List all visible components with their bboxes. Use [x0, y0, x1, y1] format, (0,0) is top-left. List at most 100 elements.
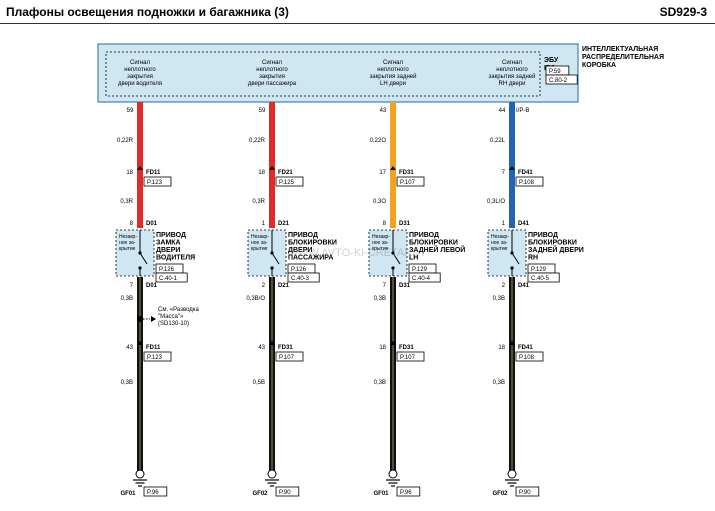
- ips-module: [97, 43, 579, 103]
- device-connector-top: D41: [518, 221, 530, 227]
- device-pin-bottom: 7: [383, 283, 387, 289]
- signal-label-line: Сигнал: [262, 60, 283, 66]
- device-connector-bottom: D01: [146, 283, 158, 289]
- connector-name: FD11: [146, 170, 161, 176]
- wire-upper: [137, 102, 143, 228]
- signal-label-line: неплотного: [256, 67, 288, 73]
- connector2-ref: P.107: [279, 355, 295, 361]
- ground-ref-box: [143, 486, 168, 497]
- device-connector-bottom: D21: [278, 283, 290, 289]
- signal-label-line: Сигнал: [502, 60, 523, 66]
- module-ref-page: P.59: [549, 69, 561, 75]
- connector2-ref-box: [515, 351, 544, 362]
- connector2-mark: [390, 341, 396, 345]
- switch-label-line: ное за-: [491, 240, 508, 246]
- connector-name: FD41: [518, 170, 533, 176]
- device-name-line: БЛОКИРОВКИ: [528, 240, 577, 247]
- connector2-pin: 18: [379, 345, 386, 351]
- switch-label-line: крытие: [372, 246, 389, 252]
- door-switch-box: [247, 229, 287, 277]
- module-name-line: ИНТЕЛЛЕКТУАЛЬНАЯ: [582, 46, 658, 53]
- switch-blade: [392, 252, 401, 265]
- connector-pin: 18: [258, 170, 265, 176]
- wire-spec-low: 0,3B/O: [246, 296, 265, 302]
- connector2-ref: P.108: [519, 355, 535, 361]
- switch-label-line: Незакр-: [251, 234, 269, 240]
- device-pin-top: 8: [130, 221, 134, 227]
- device-name-line: БЛОКИРОВКИ: [288, 240, 337, 247]
- connector-mark: [509, 166, 515, 170]
- switch-label-line: ное за-: [119, 240, 136, 246]
- page-header: Плафоны освещения подножки и багажника (…: [0, 0, 715, 24]
- device-ref-conn-box: [408, 272, 441, 283]
- splice-point: [137, 316, 143, 322]
- signal-label-line: Сигнал: [383, 60, 404, 66]
- wire-spec-mid: 0,3R: [120, 199, 133, 205]
- connector2-name: FD41: [518, 345, 533, 351]
- device-pin-top: 1: [262, 221, 266, 227]
- module-name-line: РАСПРЕДЕЛИТЕЛЬНАЯ: [582, 54, 664, 61]
- device-connector-top: D01: [146, 221, 158, 227]
- connector2-mark: [509, 341, 515, 345]
- signal-label-line: двери пассажира: [248, 81, 297, 87]
- connector-ref-box: [396, 176, 425, 187]
- ground-note-line: См. «Разводка: [158, 307, 200, 313]
- signal-label-line: двери водителя: [118, 81, 162, 87]
- ground-ring: [388, 469, 398, 479]
- connector2-ref-box: [143, 351, 172, 362]
- signal-label-line: закрытия: [127, 74, 153, 80]
- page-title: Плафоны освещения подножки и багажника (…: [6, 5, 289, 19]
- ground-note-line: (SD130-10): [158, 321, 189, 327]
- device-pin-bottom: 2: [502, 283, 506, 289]
- wire-spec-top: 0,22R: [249, 138, 266, 144]
- device-name-line: ПРИВОД: [528, 232, 558, 239]
- ecu-label: ЭБУ: [544, 57, 559, 64]
- device-ref-conn-box: [527, 272, 560, 283]
- device-name-line: БЛОКИРОВКИ: [409, 240, 458, 247]
- ground-ref: P.96: [400, 490, 412, 496]
- wire-spec-mid: 0,3L/O: [487, 199, 505, 205]
- signal-label-line: Сигнал: [130, 60, 151, 66]
- device-ref-page: P.129: [531, 267, 547, 273]
- switch-label-line: крытие: [491, 246, 508, 252]
- device-connector-bottom: D41: [518, 283, 530, 289]
- connector2-ref: P.107: [400, 355, 416, 361]
- connector-mark: [137, 166, 143, 170]
- switch-label-line: Незакр-: [119, 234, 137, 240]
- device-name-line: ДВЕРИ: [288, 247, 312, 254]
- wire-spec-top: 0,22R: [117, 138, 134, 144]
- connector2-pin: 43: [258, 345, 265, 351]
- connector-ref: P.108: [519, 180, 535, 186]
- ground-ring: [267, 469, 277, 479]
- device-pin-top: 8: [383, 221, 387, 227]
- ips-pin-number: 43: [380, 108, 387, 114]
- device-pin-bottom: 2: [262, 283, 266, 289]
- device-name-line: RH: [528, 255, 538, 262]
- wire-spec-top: 0,22O: [370, 138, 387, 144]
- device-name-line: ПАССАЖИРА: [288, 255, 333, 262]
- connector-mark: [390, 166, 396, 170]
- connector2-ref-box: [275, 351, 304, 362]
- connector-pin: 18: [126, 170, 133, 176]
- connector2-name: FD31: [399, 345, 414, 351]
- header-rule: [0, 23, 715, 24]
- wire-spec-bottom: 0,5B: [253, 380, 265, 386]
- wire-lower-stripe: [392, 277, 394, 471]
- wire-spec-low: 0,3B: [374, 296, 386, 302]
- ground-note-line: "Масса"»: [158, 314, 184, 320]
- ground-ref: P.90: [519, 490, 531, 496]
- module-ref-conn: C.80-2: [549, 78, 568, 84]
- connector-ref: P.107: [400, 180, 416, 186]
- wire-spec-bottom: 0,3B: [493, 380, 505, 386]
- device-ref-page: P.126: [159, 267, 175, 273]
- switch-blade: [511, 252, 520, 265]
- wire-spec-mid: 0,3R: [252, 199, 265, 205]
- device-ref-conn: C.40-1: [159, 276, 178, 282]
- device-name-line: ПРИВОД: [409, 232, 439, 239]
- wire-lower-stripe: [139, 277, 141, 471]
- switch-label-line: крытие: [251, 246, 268, 252]
- device-ref-conn-box: [287, 272, 320, 283]
- wire-lower-stripe: [271, 277, 273, 471]
- signal-label-line: закрытия задней: [370, 73, 417, 80]
